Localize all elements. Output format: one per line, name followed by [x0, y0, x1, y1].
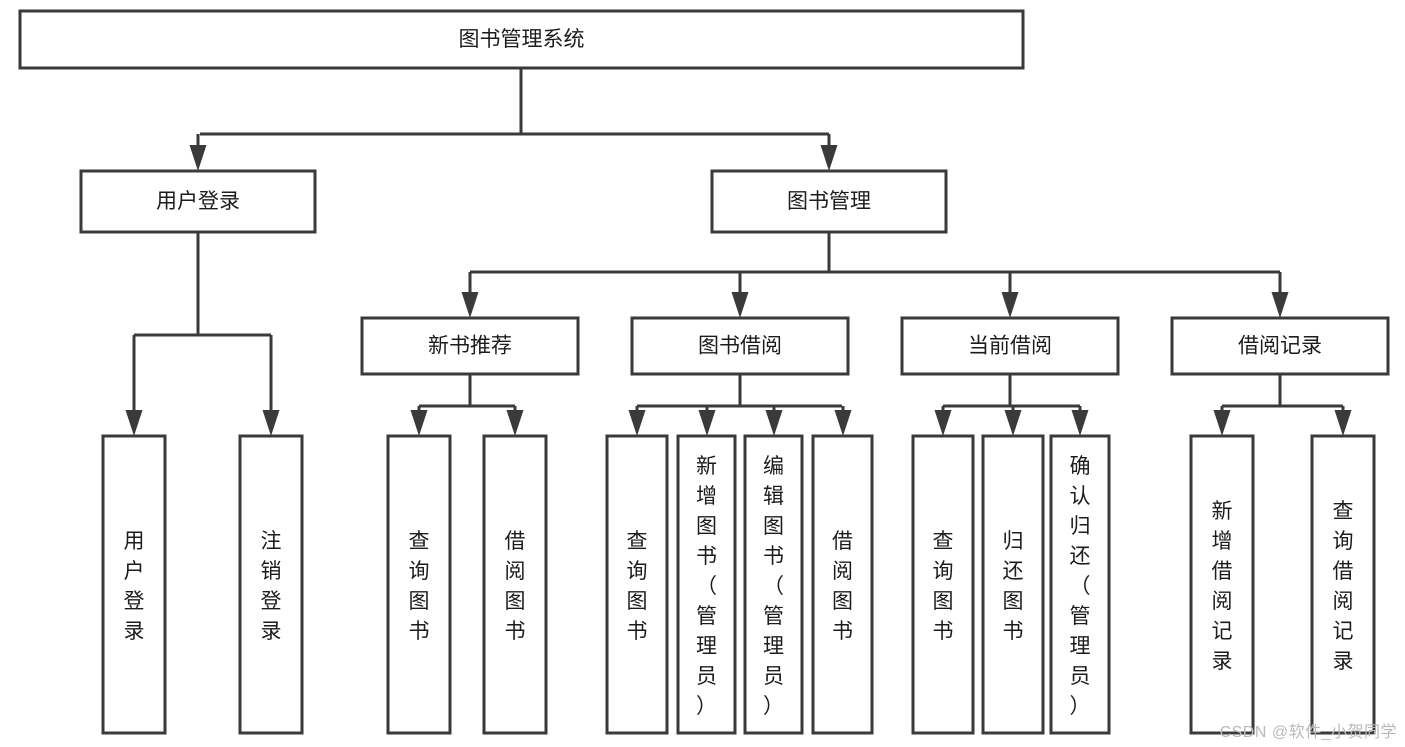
node-box [743, 434, 804, 735]
node-label: 新增图书（管理员） [696, 455, 717, 718]
node-borrow-record[interactable]: 借阅记录 [1170, 316, 1390, 376]
arrow-head-icon [1071, 410, 1089, 436]
arrow-head-icon [506, 410, 524, 436]
node-leaf-borrow-book-1[interactable]: 借阅图书 [482, 434, 548, 735]
arrow-head-icon [765, 410, 783, 436]
node-box [1310, 434, 1376, 735]
node-box [18, 9, 1025, 70]
arrow-head-icon [820, 145, 838, 171]
arrow-head-icon [1271, 292, 1289, 318]
node-label: 查询图书 [627, 530, 648, 643]
arrow-head-icon [1213, 410, 1231, 436]
node-leaf-add-book[interactable]: 新增图书（管理员） [676, 434, 737, 735]
node-leaf-borrow-book-2[interactable]: 借阅图书 [811, 434, 874, 735]
node-leaf-query-book-1[interactable]: 查询图书 [386, 434, 452, 735]
node-box [482, 434, 548, 735]
arrow-head-icon [698, 410, 716, 436]
node-label: 借阅图书 [832, 530, 853, 643]
node-label: 查询图书 [933, 530, 954, 643]
node-label: 新书推荐 [428, 335, 512, 358]
node-root-图书管理系统[interactable]: 图书管理系统 [18, 9, 1025, 70]
node-label: 图书管理系统 [459, 28, 585, 51]
node-box [900, 316, 1120, 376]
arrow-head-icon [262, 410, 280, 436]
node-leaf-return-book[interactable]: 归还图书 [981, 434, 1045, 735]
node-box [386, 434, 452, 735]
node-box [676, 434, 737, 735]
node-label: 注销登录 [261, 530, 282, 643]
node-box [710, 169, 948, 234]
node-box [981, 434, 1045, 735]
node-box [811, 434, 874, 735]
csdn-watermark: CSDN @软件_小贺同学 [1219, 724, 1397, 741]
node-label: 当前借阅 [968, 335, 1052, 358]
arrow-head-icon [834, 410, 852, 436]
node-label: 确认归还（管理员） [1070, 455, 1091, 718]
node-book-manage[interactable]: 图书管理 [710, 169, 948, 234]
node-leaf-add-record[interactable]: 新增借阅记录 [1189, 434, 1255, 735]
node-box [238, 434, 304, 735]
node-label: 借阅图书 [505, 530, 526, 643]
node-label: 查询图书 [409, 530, 430, 643]
node-current-borrow[interactable]: 当前借阅 [900, 316, 1120, 376]
node-box [1189, 434, 1255, 735]
node-label: 归还图书 [1003, 530, 1024, 643]
node-book-borrow[interactable]: 图书借阅 [630, 316, 850, 376]
node-leaf-edit-book[interactable]: 编辑图书（管理员） [743, 434, 804, 735]
node-box [1049, 434, 1111, 735]
node-box [101, 434, 167, 735]
node-label: 用户登录 [156, 190, 240, 213]
arrow-head-icon [189, 145, 207, 171]
arrow-head-icon [731, 292, 749, 318]
arrow-head-icon [628, 410, 646, 436]
node-user-login[interactable]: 用户登录 [79, 169, 317, 234]
node-label: 图书管理 [787, 190, 871, 213]
node-new-book-recommend[interactable]: 新书推荐 [360, 316, 580, 376]
node-box [360, 316, 580, 376]
arrow-head-icon [934, 410, 952, 436]
arrow-head-icon [1001, 292, 1019, 318]
node-label: 编辑图书（管理员） [763, 455, 784, 718]
node-leaf-user-login[interactable]: 用户登录 [101, 434, 167, 735]
connector-layer [125, 68, 1352, 436]
node-label: 用户登录 [124, 530, 145, 643]
arrow-head-icon [461, 292, 479, 318]
node-label: 查询借阅记录 [1333, 500, 1354, 673]
node-leaf-user-logout[interactable]: 注销登录 [238, 434, 304, 735]
node-label: 新增借阅记录 [1212, 500, 1233, 673]
node-leaf-query-book-2[interactable]: 查询图书 [605, 434, 669, 735]
node-box [630, 316, 850, 376]
node-leaf-query-record[interactable]: 查询借阅记录 [1310, 434, 1376, 735]
node-box [1170, 316, 1390, 376]
node-leaf-confirm-return[interactable]: 确认归还（管理员） [1049, 434, 1111, 735]
node-label: 借阅记录 [1238, 335, 1322, 358]
arrow-head-icon [410, 410, 428, 436]
node-box [79, 169, 317, 234]
node-layer: 图书管理系统用户登录图书管理新书推荐图书借阅当前借阅借阅记录用户登录注销登录查询… [18, 9, 1390, 735]
node-leaf-query-book-3[interactable]: 查询图书 [911, 434, 975, 735]
arrow-head-icon [1334, 410, 1352, 436]
node-label: 图书借阅 [698, 335, 782, 358]
arrow-head-icon [1004, 410, 1022, 436]
node-box [605, 434, 669, 735]
node-box [911, 434, 975, 735]
arrow-head-icon [125, 410, 143, 436]
